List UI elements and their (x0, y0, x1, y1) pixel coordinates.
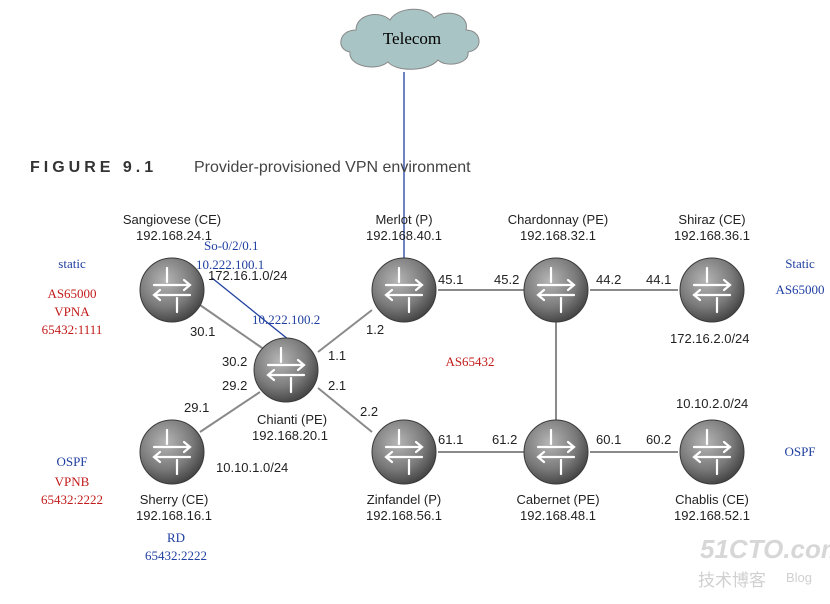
if-label: 44.1 (646, 272, 671, 287)
link-chianti-merlot (317, 309, 373, 353)
router-name-chianti: Chianti (PE) (257, 412, 327, 427)
core-as: AS65432 (445, 354, 494, 369)
if-label: 1.1 (328, 348, 346, 363)
router-ip-zinfandel: 192.168.56.1 (366, 508, 442, 523)
link-chianti-zinfandel (317, 387, 373, 433)
router-name-merlot: Merlot (P) (375, 212, 432, 227)
left-bottom-vpn: VPNB (55, 474, 90, 489)
if-label: 45.2 (494, 272, 519, 287)
figure-caption: Provider-provisioned VPN environment (194, 159, 471, 176)
telecom-cloud: Telecom (340, 8, 480, 70)
link-sangiovese-chianti (199, 304, 266, 351)
router-shiraz (679, 257, 745, 323)
router-ip-cabernet: 192.168.48.1 (520, 508, 596, 523)
router-name-zinfandel: Zinfandel (P) (367, 492, 441, 507)
router-name-chardonnay: Chardonnay (PE) (508, 212, 608, 227)
subnet-sherry: 10.10.1.0/24 (216, 460, 288, 475)
routers (139, 257, 745, 485)
rd-value: 65432:2222 (145, 548, 207, 563)
if-label: 1.2 (366, 322, 384, 337)
router-cabernet (523, 419, 589, 485)
router-name-sangiovese: Sangiovese (CE) (123, 212, 221, 227)
rd-label: RD (167, 530, 185, 545)
if-label: 30.1 (190, 324, 215, 339)
router-name-cabernet: Cabernet (PE) (516, 492, 599, 507)
router-name-chablis: Chablis (CE) (675, 492, 749, 507)
subnet-labels: 172.16.1.0/24 172.16.2.0/24 10.10.1.0/24… (208, 268, 750, 475)
watermark-blog: Blog (786, 570, 812, 585)
router-chardonnay (523, 257, 589, 323)
interface-labels: 30.1 30.2 1.1 1.2 2.1 2.2 29.2 29.1 45.1… (184, 272, 671, 447)
router-chianti (253, 337, 319, 403)
router-zinfandel (371, 419, 437, 485)
watermark: 51CTO.com 技术博客 Blog (698, 534, 830, 590)
if-label: 29.1 (184, 400, 209, 415)
left-top-vpn: VPNA (54, 304, 90, 319)
router-ip-chianti: 192.168.20.1 (252, 428, 328, 443)
if-label: 60.1 (596, 432, 621, 447)
right-bottom-routing: OSPF (784, 444, 815, 459)
left-top-rd: 65432:1111 (42, 322, 103, 337)
left-bottom-rd: 65432:2222 (41, 492, 103, 507)
router-ip-sherry: 192.168.16.1 (136, 508, 212, 523)
cloud-label: Telecom (383, 29, 441, 48)
if-label: 61.2 (492, 432, 517, 447)
router-ip-merlot: 192.168.40.1 (366, 228, 442, 243)
right-top-routing: Static (785, 256, 815, 271)
router-ip-shiraz: 192.168.36.1 (674, 228, 750, 243)
links (199, 289, 678, 453)
router-ip-sangiovese: 192.168.24.1 (136, 228, 212, 243)
if-label: 29.2 (222, 378, 247, 393)
watermark-sub: 技术博客 (698, 571, 766, 590)
link-chianti-sherry (199, 391, 261, 433)
watermark-site: 51CTO.com (700, 534, 830, 564)
router-name-sherry: Sherry (CE) (140, 492, 209, 507)
subnet-shiraz: 172.16.2.0/24 (670, 331, 750, 346)
router-name-shiraz: Shiraz (CE) (678, 212, 745, 227)
annotations: So-0/2/0.1 10.222.100.1 10.222.100.2 sta… (41, 238, 825, 563)
if-label: 60.2 (646, 432, 671, 447)
interface-name: So-0/2/0.1 (204, 238, 259, 253)
router-sherry (139, 419, 205, 485)
if-label: 45.1 (438, 272, 463, 287)
left-top-routing: static (58, 256, 86, 271)
address-lower: 10.222.100.2 (252, 312, 320, 327)
router-ip-chardonnay: 192.168.32.1 (520, 228, 596, 243)
figure-number: FIGURE 9.1 (30, 159, 157, 176)
if-label: 61.1 (438, 432, 463, 447)
left-bottom-routing: OSPF (56, 454, 87, 469)
left-top-as: AS65000 (47, 286, 96, 301)
right-top-as: AS65000 (775, 282, 824, 297)
if-label: 2.2 (360, 404, 378, 419)
subnet-chablis: 10.10.2.0/24 (676, 396, 748, 411)
subnet-sangiovese: 172.16.1.0/24 (208, 268, 288, 283)
if-label: 2.1 (328, 378, 346, 393)
router-labels: Sangiovese (CE) 192.168.24.1 Merlot (P) … (123, 212, 750, 523)
if-label: 30.2 (222, 354, 247, 369)
router-merlot (371, 257, 437, 323)
router-sangiovese (139, 257, 205, 323)
router-chablis (679, 419, 745, 485)
address-upper: 10.222.100.1 (196, 257, 264, 272)
if-label: 44.2 (596, 272, 621, 287)
router-ip-chablis: 192.168.52.1 (674, 508, 750, 523)
